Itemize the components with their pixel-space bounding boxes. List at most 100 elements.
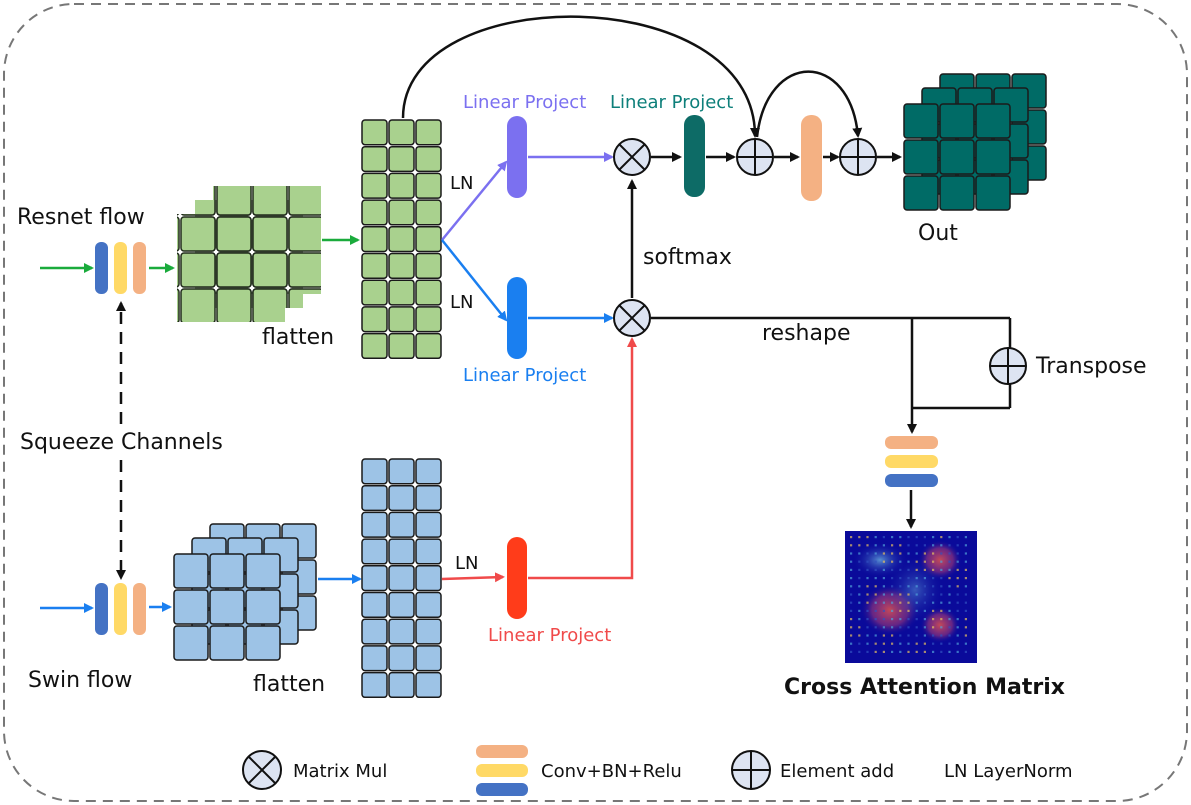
heatmap-cell <box>891 642 894 645</box>
feature-cell <box>173 625 209 661</box>
heatmap-cell <box>915 577 918 580</box>
heatmap-cell <box>940 536 943 539</box>
heatmap-cell <box>850 618 853 621</box>
heatmap-cell <box>948 544 951 547</box>
element-add-2 <box>839 138 877 176</box>
heatmap-cell <box>964 593 967 596</box>
heatmap-cell <box>874 618 877 621</box>
heatmap-cell <box>858 601 861 604</box>
heatmap-cell <box>923 585 926 588</box>
out-label: Out <box>918 221 958 246</box>
matrix-cell <box>415 645 442 672</box>
heatmap-cell <box>882 544 885 547</box>
matrix-mul-bottom <box>613 299 651 337</box>
branch-blue-arrow <box>441 239 508 322</box>
heatmap-cell <box>850 609 853 612</box>
heatmap-cell <box>915 634 918 637</box>
heatmap-cell <box>858 536 861 539</box>
heatmap-cell <box>874 626 877 629</box>
heatmap-cell <box>948 634 951 637</box>
heatmap-cell <box>923 618 926 621</box>
resnet-flow-label: Resnet flow <box>17 205 145 230</box>
feature-cell <box>245 553 281 589</box>
matrix-cell <box>415 565 442 592</box>
matrix-cell <box>388 252 415 279</box>
output-cell <box>903 175 939 211</box>
matrix-cell <box>388 645 415 672</box>
element-add-1 <box>736 138 774 176</box>
heatmap-cell <box>932 552 935 555</box>
heatmap-cell <box>874 642 877 645</box>
matrix-cell <box>388 279 415 306</box>
heatmap-cell <box>882 642 885 645</box>
matrix-cell <box>415 119 442 146</box>
heatmap-cell <box>964 568 967 571</box>
heatmap-cell <box>858 544 861 547</box>
feature-cell <box>173 589 209 625</box>
matrix-cell <box>415 145 442 173</box>
output-cell <box>939 103 975 139</box>
heatmap-cell <box>850 626 853 629</box>
heatmap-cell <box>874 609 877 612</box>
matrix-cell <box>361 458 388 485</box>
heatmap-cell <box>964 618 967 621</box>
heatmap-cell <box>915 626 918 629</box>
heatmap-cell <box>932 593 935 596</box>
heatmap-cell <box>866 552 869 555</box>
linear-project-blue-label: Linear Project <box>463 365 586 386</box>
swin-flattened-matrix <box>361 458 442 699</box>
reshape-label: reshape <box>762 321 850 346</box>
heatmap-cell <box>874 593 877 596</box>
heatmap-cell <box>940 618 943 621</box>
heatmap-cell <box>915 568 918 571</box>
matrix-cell <box>415 618 442 645</box>
cross-attention-heatmap <box>845 531 977 663</box>
heatmap-cell <box>850 585 853 588</box>
heatmap-cell <box>964 634 967 637</box>
heatmap-cell <box>899 568 902 571</box>
legend-conv-icon <box>476 745 528 796</box>
heatmap-cell <box>891 544 894 547</box>
heatmap-cell <box>956 560 959 563</box>
transpose-label: Transpose <box>1035 354 1147 379</box>
heatmap-cell <box>907 536 910 539</box>
heatmap-cell <box>932 585 935 588</box>
heatmap-cell <box>907 552 910 555</box>
heatmap-cell <box>948 618 951 621</box>
heatmap-cell <box>899 642 902 645</box>
heatmap-cell <box>850 552 853 555</box>
heatmap-cell <box>940 577 943 580</box>
heatmap-cell <box>915 560 918 563</box>
swin-conv-bn-relu <box>95 583 146 635</box>
heatmap-cell <box>948 536 951 539</box>
heatmap-cell <box>874 568 877 571</box>
heatmap-cell <box>915 601 918 604</box>
heatmap-cell <box>866 568 869 571</box>
matrix-cell <box>415 458 442 485</box>
heatmap-cell <box>915 650 918 653</box>
matrix-cell <box>361 484 388 512</box>
heatmap-cell <box>907 568 910 571</box>
heatmap-cell <box>948 626 951 629</box>
matrix-cell <box>415 332 442 360</box>
heatmap-cell <box>882 601 885 604</box>
heatmap-cell <box>882 568 885 571</box>
heatmap-cell <box>940 568 943 571</box>
heatmap-cell <box>948 642 951 645</box>
heatmap-cell <box>923 593 926 596</box>
heatmap-cell <box>858 626 861 629</box>
matrix-cell <box>388 172 415 199</box>
heatmap-cell <box>940 585 943 588</box>
heatmap-cell <box>866 577 869 580</box>
legend-layernorm-label: LN LayerNorm <box>944 761 1073 782</box>
heatmap-cell <box>907 634 910 637</box>
heatmap-cell <box>866 536 869 539</box>
heatmap-cell <box>940 650 943 653</box>
heatmap-cell <box>891 609 894 612</box>
output-cell <box>939 175 975 211</box>
heatmap-cell <box>891 601 894 604</box>
heatmap-cell <box>899 593 902 596</box>
heatmap-cell <box>915 585 918 588</box>
heatmap-cell <box>948 560 951 563</box>
heatmap-cell <box>932 536 935 539</box>
